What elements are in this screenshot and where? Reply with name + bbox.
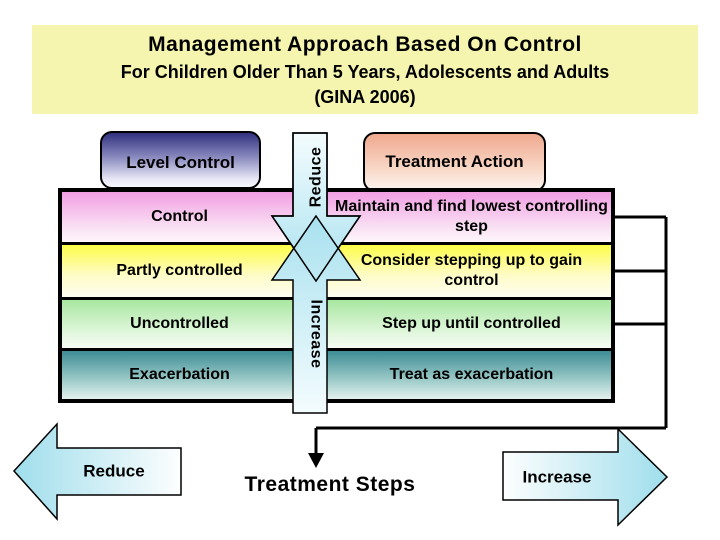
table-row-uncontrolled: Uncontrolled Step up until controlled	[62, 300, 611, 351]
level-cell: Exacerbation	[129, 366, 230, 383]
table-row-partly-controlled: Partly controlled Consider stepping up t…	[62, 245, 611, 300]
feedback-arrowhead-icon	[308, 453, 324, 468]
title-banner: Management Approach Based On Control For…	[32, 25, 698, 114]
action-cell: Consider stepping up to gain control	[360, 252, 583, 289]
treatment-action-header: Treatment Action	[363, 132, 546, 192]
slide-title: Management Approach Based On Control	[148, 33, 582, 56]
slide-subtitle: For Children Older Than 5 Years, Adolesc…	[120, 62, 610, 82]
control-table: Control Maintain and find lowest control…	[58, 188, 615, 403]
table-row-exacerbation: Exacerbation Treat as exacerbation	[62, 351, 611, 399]
action-cell: Treat as exacerbation	[389, 366, 554, 383]
level-control-header: Level Control	[100, 131, 261, 189]
treatment-action-header-label: Treatment Action	[385, 152, 524, 171]
action-cell: Step up until controlled	[382, 315, 561, 332]
action-cell: Maintain and find lowest controlling ste…	[335, 198, 608, 235]
level-control-header-label: Level Control	[126, 153, 235, 172]
slide-subtitle-source: (GINA 2006)	[314, 87, 416, 107]
level-cell: Partly controlled	[116, 262, 243, 279]
reduce-left-arrow-label: Reduce	[83, 462, 144, 481]
table-row-control: Control Maintain and find lowest control…	[62, 192, 611, 245]
increase-right-arrow-icon	[502, 427, 669, 527]
increase-right-arrow-label: Increase	[523, 468, 592, 487]
treatment-steps-label: Treatment Steps	[244, 473, 416, 496]
level-cell: Control	[151, 208, 208, 225]
level-cell: Uncontrolled	[130, 315, 229, 332]
reduce-left-arrow-icon	[12, 422, 182, 521]
